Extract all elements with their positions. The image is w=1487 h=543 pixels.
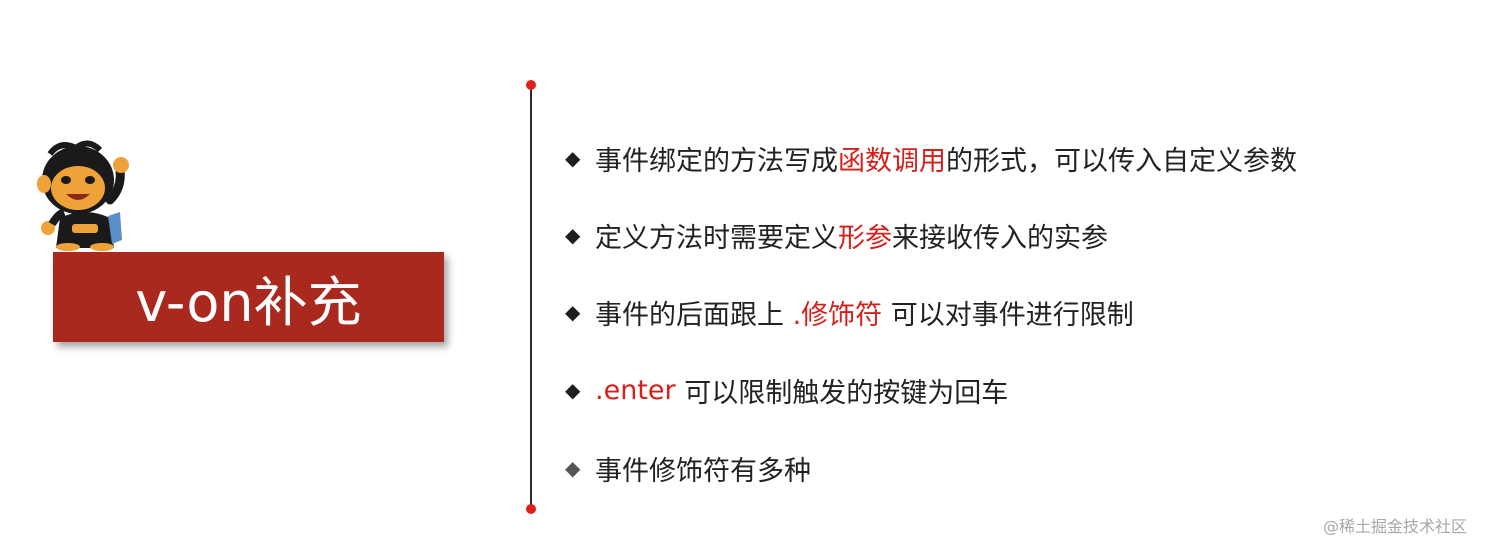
- bullet-point-3: ◆ 事件的后面跟上 .修饰符 可以对事件进行限制: [565, 292, 1134, 332]
- point-text: 的形式，可以传入自定义参数: [946, 145, 1297, 177]
- point-text: 事件绑定的方法写成: [595, 145, 838, 177]
- diamond-bullet-icon: ◆: [565, 300, 581, 324]
- slide-title: v-on补充: [135, 270, 362, 334]
- diamond-bullet-icon: ◆: [565, 146, 581, 170]
- point-text: 事件的后面跟上: [595, 299, 793, 331]
- point-highlight: 形参: [838, 222, 892, 254]
- point-text: 可以限制触发的按键为回车: [675, 377, 1009, 409]
- mascot-icon: [37, 140, 129, 251]
- timeline-top-dot: [526, 80, 536, 90]
- watermark: @稀土掘金技术社区: [1322, 517, 1467, 536]
- diamond-bullet-icon: ◆: [565, 223, 581, 247]
- bullet-point-5: ◆ 事件修饰符有多种: [565, 448, 811, 488]
- point-text: 定义方法时需要定义: [595, 222, 838, 254]
- diamond-bullet-icon: ◆: [565, 456, 581, 480]
- timeline-bottom-dot: [526, 504, 536, 514]
- timeline-line: [530, 86, 532, 510]
- point-highlight: .修饰符: [792, 299, 883, 331]
- point-text: 来接收传入的实参: [892, 222, 1108, 254]
- bullet-point-2: ◆ 定义方法时需要定义形参来接收传入的实参: [565, 215, 1108, 255]
- point-text: 可以对事件进行限制: [882, 299, 1134, 331]
- point-highlight: 函数调用: [838, 145, 946, 177]
- point-text: 事件修饰符有多种: [595, 455, 811, 487]
- bullet-point-4: ◆ .enter 可以限制触发的按键为回车: [565, 370, 1008, 410]
- slide-title-box: v-on补充: [53, 252, 444, 342]
- diamond-bullet-icon: ◆: [565, 378, 581, 402]
- point-highlight: .enter: [595, 374, 676, 406]
- bullet-point-1: ◆ 事件绑定的方法写成函数调用的形式，可以传入自定义参数: [565, 138, 1297, 178]
